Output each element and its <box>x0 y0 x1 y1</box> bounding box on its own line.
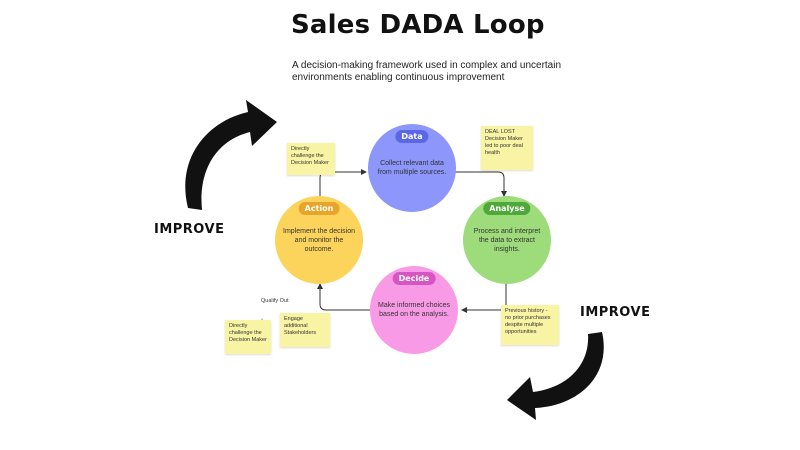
node-action-tag: Action <box>298 202 340 215</box>
connector-decide-action <box>317 283 372 311</box>
curved-arrow-bottom-right <box>507 332 604 420</box>
node-action-text: Implement the decision and monitor the o… <box>283 227 355 253</box>
note-engage-stakeholders: Engage additional Stakeholders <box>280 313 330 347</box>
node-analyse-text: Process and interpret the data to extrac… <box>473 227 541 253</box>
node-decide-text: Make informed choices based on the analy… <box>378 302 450 318</box>
node-decide: Decide Make informed choices based on th… <box>370 266 458 354</box>
node-data: Data Collect relevant data from multiple… <box>368 124 456 212</box>
page-title: Sales DADA Loop <box>291 10 545 40</box>
node-analyse-tag: Analyse <box>483 202 531 215</box>
node-analyse: Analyse Process and interpret the data t… <box>463 196 551 284</box>
node-data-tag: Data <box>395 130 429 143</box>
node-decide-tag: Decide <box>392 272 436 285</box>
connector-action-data <box>319 169 367 198</box>
note-previous-history: Previous history - no prior purchases de… <box>501 305 559 345</box>
improve-label-left: IMPROVE <box>154 222 225 237</box>
subtitle: A decision-making framework used in comp… <box>292 60 562 83</box>
improve-label-right: IMPROVE <box>580 305 651 320</box>
node-data-text: Collect relevant data from multiple sour… <box>377 160 447 176</box>
qualify-out-label: Qualify Out <box>261 298 289 304</box>
note-directly-challenge-top: Directly challenge the Decision Maker <box>287 143 335 175</box>
note-deal-lost: DEAL LOST Decision Maker led to poor dea… <box>481 126 533 170</box>
note-directly-challenge-bottom: Directly challenge the Decision Maker <box>225 320 271 354</box>
node-action: Action Implement the decision and monito… <box>275 196 363 284</box>
curved-arrow-top-left <box>185 100 277 210</box>
connector-analyse-decide <box>461 282 507 313</box>
connector-data-analyse <box>455 171 507 197</box>
